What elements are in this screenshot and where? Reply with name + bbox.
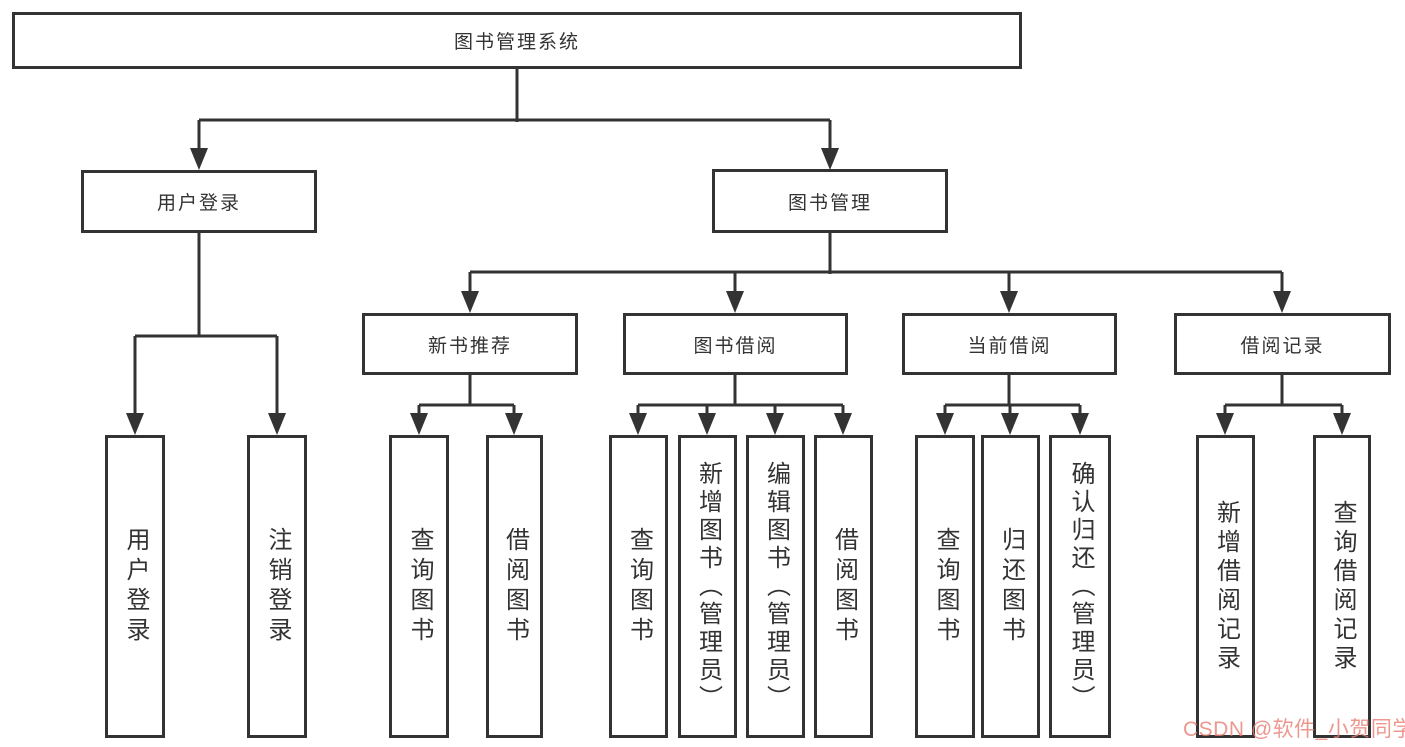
leaf-logout: 注销登录 [247,435,307,738]
connector-book-borrow [636,375,845,416]
leaf-return-books: 归还图书 [981,435,1040,738]
node-book-borrow: 图书借阅 [623,313,848,375]
connector-new-book [417,375,516,416]
node-borrow-record: 借阅记录 [1174,313,1391,375]
connector-current-borrow [943,375,1082,416]
arrowheads [126,148,1351,435]
leaf-query-books-recommend: 查询图书 [389,435,449,738]
leaf-add-borrow-record: 新增借阅记录 [1196,435,1255,738]
node-book-mgmt: 图书管理 [712,169,948,233]
leaf-borrow-books-recommend: 借阅图书 [486,435,543,738]
connector-user-login [133,233,279,416]
leaf-query-books-borrow: 查询图书 [609,435,668,738]
connector-borrow-record [1223,375,1344,416]
leaf-edit-books-admin: 编辑图书（管理员） [746,435,805,738]
node-root: 图书管理系统 [12,12,1022,69]
node-current-borrow: 当前借阅 [902,313,1117,375]
connector-root [197,68,832,150]
node-new-book-recommend: 新书推荐 [362,313,578,375]
connector-book-mgmt [468,233,1284,294]
node-user-login: 用户登录 [81,170,317,233]
leaf-borrow-books: 借阅图书 [814,435,873,738]
leaf-confirm-return-admin: 确认归还（管理员） [1049,435,1111,738]
leaf-user-login: 用户登录 [105,435,165,738]
csdn-watermark: CSDN @软件_小贺同学 [1183,718,1405,741]
leaf-add-books-admin: 新增图书（管理员） [678,435,737,738]
leaf-query-borrow-record: 查询借阅记录 [1313,435,1371,738]
leaf-query-books-current: 查询图书 [915,435,975,738]
